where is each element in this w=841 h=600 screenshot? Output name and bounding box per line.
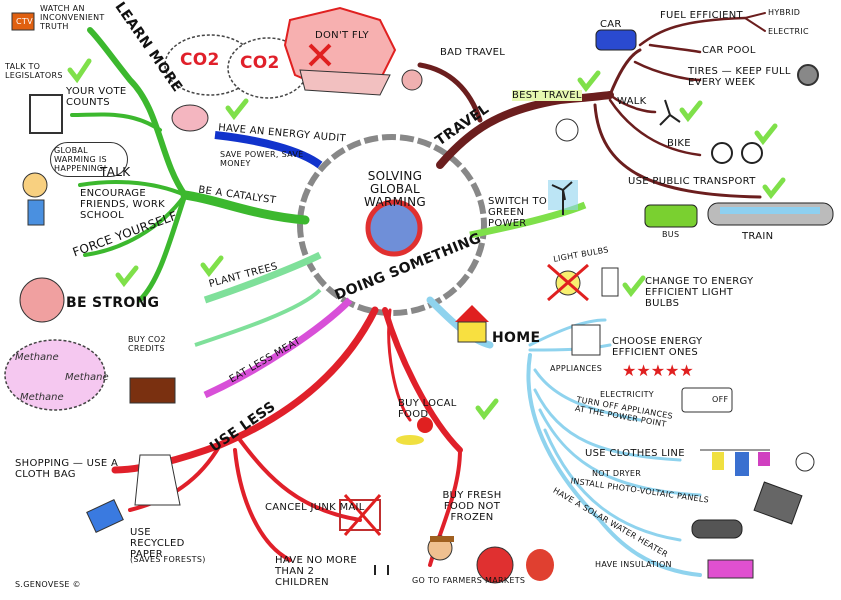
tv-icon xyxy=(11,12,35,31)
walker-icon xyxy=(659,99,681,126)
trees-branch xyxy=(203,251,322,304)
bus-icon xyxy=(644,204,698,228)
sun-icon xyxy=(795,452,815,472)
electric-label: ELECTRIC xyxy=(768,27,809,36)
plane-icon xyxy=(299,69,391,96)
watch-label: WATCH AN INCONVENIENT TRUTH xyxy=(40,4,105,31)
tire-icon xyxy=(797,64,819,86)
strong-label: BE STRONG xyxy=(66,295,160,311)
paper-note: (SAVES FORESTS) xyxy=(130,555,206,564)
talk-label: TALK xyxy=(100,165,131,179)
meat-branch xyxy=(203,297,353,399)
methane-label: Methane xyxy=(20,392,64,403)
power-point-icon xyxy=(681,387,733,413)
green-power-label: SWITCH TO GREEN POWER xyxy=(488,196,548,229)
apple-icon xyxy=(417,417,433,433)
best-travel-label: BEST TRAVEL xyxy=(512,90,582,101)
audit-sub: SAVE POWER, SAVE MONEY xyxy=(220,150,304,168)
car-label: CAR xyxy=(600,19,622,30)
recycled-paper-label: USE RECYCLED PAPER xyxy=(130,527,185,560)
children-label: HAVE NO MORE THAN 2 CHILDREN xyxy=(275,555,357,588)
car-icon xyxy=(595,29,637,51)
energy-stars: ★★★★★ xyxy=(622,361,694,380)
house-icon xyxy=(455,305,489,322)
fridge-icon xyxy=(571,324,601,356)
learn-branches xyxy=(70,27,310,303)
cross-icon xyxy=(308,43,332,67)
car-pool-label: CAR POOL xyxy=(702,45,756,56)
solar-heater-icon xyxy=(691,519,743,539)
bad-travel-label: BAD TRAVEL xyxy=(440,47,506,58)
cloth-bag-icon xyxy=(134,454,181,506)
sad-globe-icon xyxy=(365,199,423,257)
center-title: SOLVING GLOBAL WARMING xyxy=(363,169,427,209)
bicycle-icon xyxy=(711,142,733,164)
methane-label: Methane xyxy=(15,352,59,363)
children-icon xyxy=(374,565,389,575)
co2-label: CO2 xyxy=(180,50,220,70)
home-branches xyxy=(426,296,702,577)
travel-branches xyxy=(417,12,766,199)
capsicum-icon xyxy=(526,549,554,581)
speech-bubble: GLOBAL WARMING IS HAPPENING! xyxy=(50,142,128,177)
encourage-label: ENCOURAGE FRIENDS, WORK SCHOOL xyxy=(80,188,166,221)
methane-cloud xyxy=(4,339,106,411)
legislators-label: TALK TO LEGISLATORS xyxy=(5,62,63,80)
piggy-bank-icon xyxy=(171,104,209,132)
cow-icon xyxy=(129,377,176,404)
methane-label: Methane xyxy=(65,372,109,383)
dont-fly-label: DON'T FLY xyxy=(315,30,369,41)
strongman-icon xyxy=(19,277,65,323)
bus-label: BUS xyxy=(662,230,680,239)
home-branch: HOME xyxy=(492,330,541,346)
junk-mail-label: CANCEL JUNK MAIL xyxy=(265,502,365,513)
farmers-markets-label: GO TO FARMERS MARKETS xyxy=(412,576,526,585)
audit-branch xyxy=(214,131,323,169)
junk-mail-icon xyxy=(339,499,381,531)
tires-label: TIRES — KEEP FULL EVERY WEEK xyxy=(688,66,791,88)
co2-credits-label: BUY CO2 CREDITS xyxy=(128,335,166,353)
author-credit: S.GENOVESE © xyxy=(15,580,81,589)
fresh-food-label: BUY FRESH FOOD NOT FROZEN xyxy=(442,490,502,523)
smiley-icon xyxy=(555,118,579,142)
produce-basket-icon xyxy=(476,546,514,584)
fuel-efficient-label: FUEL EFFICIENT xyxy=(660,10,743,21)
choose-efficient-label: CHOOSE ENERGY EFFICIENT ONES xyxy=(612,336,703,358)
banana-icon xyxy=(396,435,424,445)
vote-label: YOUR VOTE COUNTS xyxy=(66,86,127,108)
tv-label: CTV xyxy=(16,17,33,26)
check-icons xyxy=(67,58,786,421)
center-cloud xyxy=(297,134,487,316)
off-switch-label: OFF xyxy=(712,395,729,404)
public-transport-label: USE PUBLIC TRANSPORT xyxy=(628,176,756,187)
insulation-icon xyxy=(707,559,754,579)
electricity-label: ELECTRICITY xyxy=(600,390,654,399)
local-food-label: BUY LOCAL FOOD xyxy=(398,398,457,420)
solar-panel-icon xyxy=(753,481,803,525)
ballot-box-icon xyxy=(29,94,63,134)
woman-icon xyxy=(22,172,48,198)
walk-label: WALK xyxy=(617,96,647,107)
recycled-paper-icon xyxy=(86,499,124,533)
train-label: TRAIN xyxy=(742,231,774,242)
bike-label: BIKE xyxy=(667,138,691,149)
dryer-label: NOT DRYER xyxy=(592,469,642,478)
shopping-label: SHOPPING — USE A CLOTH BAG xyxy=(15,458,119,480)
co2-label: CO2 xyxy=(240,53,280,73)
hybrid-label: HYBRID xyxy=(768,8,801,17)
sad-face-icon xyxy=(401,69,423,91)
cfl-bulb-icon xyxy=(601,267,619,297)
change-bulbs-label: CHANGE TO ENERGY EFFICIENT LIGHT BULBS xyxy=(645,276,754,309)
clothes-line-label: USE CLOTHES LINE xyxy=(585,448,685,459)
appliances-label: APPLIANCES xyxy=(550,364,603,373)
insulation-label: HAVE INSULATION xyxy=(595,560,672,569)
